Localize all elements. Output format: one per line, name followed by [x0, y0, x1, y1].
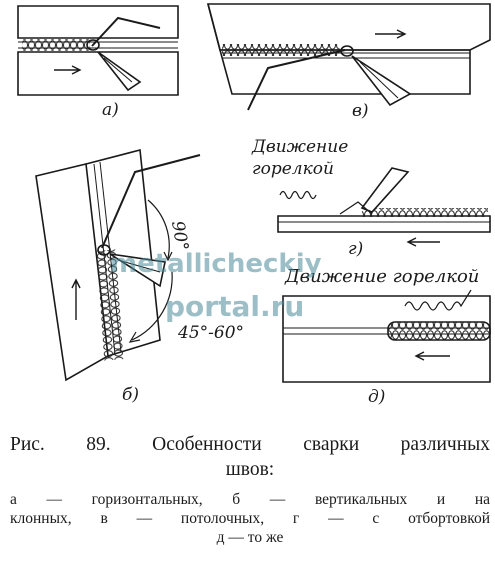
welding-figure: а) в) 90° 45°-60° б)	[17, 3, 491, 407]
weld-pool	[340, 45, 354, 57]
label-v: в)	[352, 101, 369, 121]
direction-arrow	[406, 237, 440, 247]
plate-lower	[17, 51, 179, 96]
plate-upper	[17, 5, 179, 39]
torch-motion-squiggle	[279, 190, 317, 200]
diagram-v-overhead	[206, 3, 491, 111]
label-d: д)	[368, 387, 385, 407]
angle-arc-45-60	[131, 271, 173, 341]
watermark-line2: portal.ru	[165, 290, 304, 323]
watermark-line1: metallicheckiy	[110, 249, 322, 279]
weld-bead	[387, 321, 491, 341]
diagram-d	[282, 289, 491, 383]
caption-body-line3: д — то же	[216, 529, 284, 546]
electrode-rod	[360, 167, 410, 213]
torch-motion-label-g1: Движение	[251, 137, 348, 157]
electrode-rod	[101, 154, 201, 249]
weld-bead	[362, 208, 488, 217]
direction-arrow	[54, 65, 82, 75]
caption-body-line2: клонных, в — потолочных, г — с отбортовк…	[10, 510, 490, 527]
direction-arrow	[414, 351, 450, 361]
weld-pool	[97, 244, 111, 256]
weld-pool	[86, 39, 100, 51]
figure-caption-title: Рис. 89. Особенности сварки различных шв…	[10, 432, 490, 482]
direction-arrow	[71, 278, 81, 320]
angle-label-45-60: 45°-60°	[177, 323, 244, 343]
weld-bead	[222, 44, 340, 56]
caption-body-line1: а — горизонтальных, б — вертикальных и н…	[10, 491, 490, 508]
diagram-b-vertical	[35, 148, 201, 382]
weld-bead	[96, 249, 124, 361]
angle-label-90: 90°	[167, 219, 192, 252]
torch-motion-label-g2: горелкой	[252, 159, 334, 179]
angle-arc-90	[147, 199, 170, 259]
diagram-a-horizontal	[17, 5, 179, 96]
weld-bead	[22, 39, 90, 51]
label-g: г)	[348, 239, 363, 259]
label-a: а)	[102, 100, 119, 120]
figure-caption-body: а — горизонтальных, б — вертикальных и н…	[10, 490, 490, 547]
electrode-rod	[91, 16, 161, 47]
direction-arrow	[375, 29, 407, 39]
diagram-g-flanged	[277, 167, 491, 247]
caption-title-line1: Рис. 89. Особенности сварки различных	[10, 434, 490, 455]
caption-title-line2: швов:	[225, 459, 275, 480]
label-b: б)	[122, 385, 139, 405]
electrode-rod	[247, 49, 346, 111]
torch-motion-squiggle	[404, 289, 472, 311]
torch-motion-label-d: Движение горелкой	[284, 266, 479, 287]
